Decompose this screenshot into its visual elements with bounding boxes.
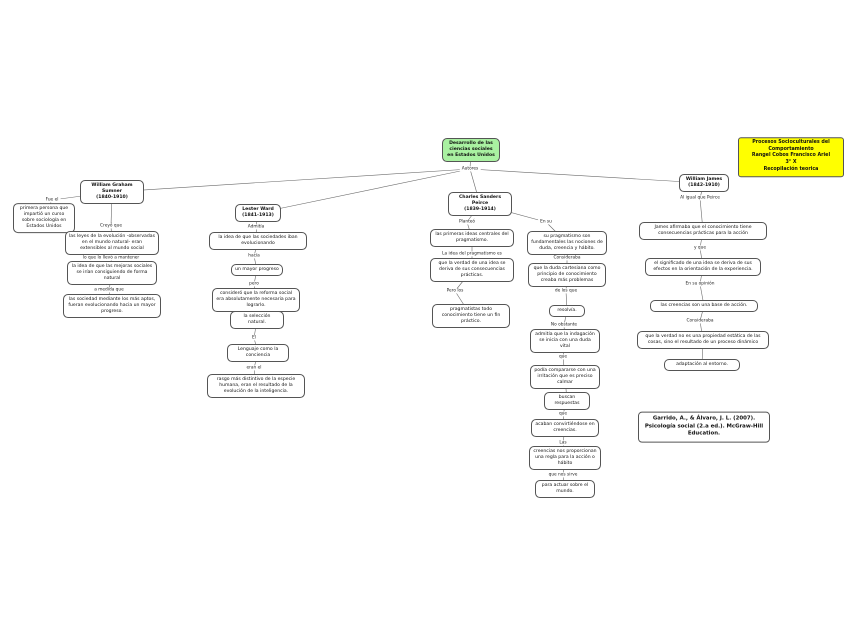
concept-node-p7[interactable]: admitía que la indagación se inicia con … [530, 329, 600, 353]
concept-node-p9[interactable]: buscan respuestas [544, 392, 590, 410]
concept-node-p3[interactable]: pragmatistas todo conocimiento tiene un … [432, 304, 510, 328]
author-node-ward[interactable]: Lester Ward (1841-1913) [235, 204, 281, 222]
concept-node-w5[interactable]: Lenguaje como la conciencia [227, 344, 289, 362]
legend-box: Procesos Socioculturales del Comportamie… [738, 137, 844, 177]
link-label-llevo: lo que lo llevo a mantener [80, 255, 142, 261]
link-label-en-su: En su [538, 219, 554, 225]
topic-node[interactable]: Desarrollo de las ciencias sociales en E… [442, 138, 500, 162]
link-label-consideraba-p: Consideraba [551, 255, 583, 261]
link-label-consideraba-j: Consideraba [684, 318, 716, 324]
author-node-peirce[interactable]: Charles Sanders Peirce (1839-1914) [448, 192, 512, 216]
concept-node-s2[interactable]: las leyes de la evolución -observadas en… [65, 231, 159, 255]
link-label-planteo: Planteó [456, 219, 478, 225]
link-label-amedida: a medida que [92, 287, 126, 293]
concept-node-s3[interactable]: la idea de que las mejoras sociales se i… [67, 261, 157, 285]
concept-node-p11[interactable]: creencias nos proporcionan una regla par… [529, 446, 601, 470]
concept-node-p4[interactable]: su pragmatismo son fundamentales las noc… [527, 231, 607, 255]
concept-node-w6[interactable]: rasgo más distintivo de la especie human… [207, 374, 305, 398]
edge-line [469, 168, 705, 184]
concept-node-p5[interactable]: que la duda cartesiana como principio de… [528, 263, 606, 287]
edge-line [111, 168, 471, 193]
link-label-de-los-que: de los que [552, 288, 580, 294]
concept-node-p2[interactable]: que la verdad de una idea se deriva de s… [430, 258, 514, 282]
concept-node-j5[interactable]: adaptación al entorno. [664, 359, 740, 371]
link-label-pero: pero [247, 281, 261, 287]
author-node-sumner[interactable]: William Graham Sumner (1840-1910) [80, 180, 144, 204]
concept-node-j3[interactable]: las creencias son una base de acción. [650, 300, 758, 312]
concept-node-w1[interactable]: la idea de que las sociedades iban evolu… [209, 232, 307, 250]
link-label-al-igual: Al igual que Peirce [678, 195, 722, 201]
link-label-el: El [250, 335, 258, 341]
link-label-que-nos: que nos sirve [546, 472, 580, 478]
link-label-las: Las [557, 440, 569, 446]
concept-node-w4[interactable]: la selección natural. [230, 311, 284, 329]
link-label-idea-es: La idea del pragmatismo es [440, 251, 504, 257]
concept-node-j4[interactable]: que la verdad no es una propiedad estáti… [637, 331, 769, 349]
link-label-en-su-op: En su opinión [683, 281, 717, 287]
concept-node-w3[interactable]: consideró que la reforma social era abso… [212, 288, 300, 312]
citation-box: Garrido, A., & Álvaro, J. L. (2007). Psi… [638, 411, 770, 443]
link-label-que2: que [556, 411, 570, 417]
concept-node-p10[interactable]: acaban convirtiéndose en creencias. [531, 419, 599, 437]
link-label-eran: eran el [244, 365, 264, 371]
author-node-james[interactable]: William James (1842-1910) [679, 174, 729, 192]
link-label-y-que: y que [691, 245, 709, 251]
link-label-autores: Autores [459, 166, 481, 172]
concept-node-p8[interactable]: podía compararse con una irritación que … [530, 365, 600, 389]
concept-node-s4[interactable]: las sociedad mediante los más aptos, fue… [63, 294, 161, 318]
link-label-hacia: hacía [246, 253, 262, 259]
link-label-pero-los: Pero los [444, 288, 466, 294]
link-label-fue-el: Fue el [43, 197, 61, 203]
concept-node-j2[interactable]: el significado de una idea se deriva de … [645, 258, 761, 276]
concept-node-s1[interactable]: primera persona que impartió un curso so… [13, 203, 75, 233]
concept-node-p6[interactable]: resolvía. [549, 305, 585, 317]
concept-node-w2[interactable]: un mayor progreso [231, 264, 283, 276]
link-label-admitia: Admitía [245, 224, 267, 230]
edge-line [257, 168, 471, 214]
link-label-no-obstante: No obstante [548, 322, 580, 328]
concept-node-p1[interactable]: las primeras ideas centrales del pragmat… [430, 229, 514, 247]
link-label-que1: que [556, 354, 570, 360]
concept-node-j1[interactable]: James afirmaba que el conocimiento tiene… [639, 222, 767, 240]
link-label-creyo: Creyó que [98, 223, 124, 229]
concept-node-p12[interactable]: para actuar sobre el mundo. [535, 480, 595, 498]
